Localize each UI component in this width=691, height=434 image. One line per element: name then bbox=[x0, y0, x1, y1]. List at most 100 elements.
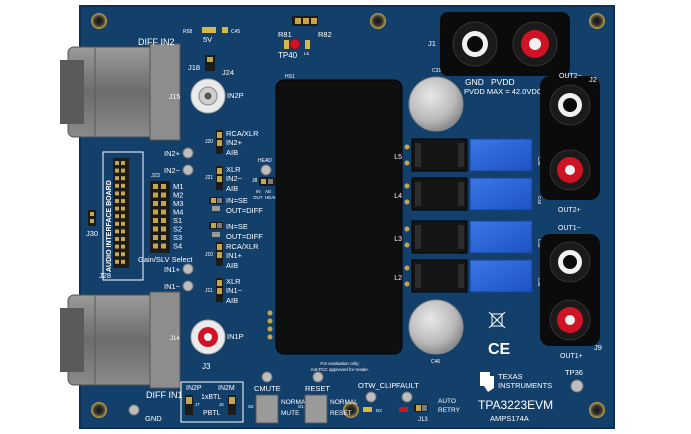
gain-pin bbox=[161, 184, 166, 189]
v5-label: 5V bbox=[203, 35, 212, 44]
gain-pin-label: S1 bbox=[173, 216, 182, 225]
l4-label: L4 bbox=[394, 193, 402, 200]
reset-switch[interactable] bbox=[304, 394, 328, 424]
diff-in1-label: DIFF IN1 bbox=[146, 390, 183, 400]
out2-plus-post[interactable] bbox=[549, 149, 591, 191]
in-se-jumper-1[interactable] bbox=[209, 197, 223, 204]
gnd-binding-post[interactable] bbox=[452, 21, 498, 67]
head-testpoint[interactable] bbox=[260, 164, 272, 176]
in1-minus-label: IN1− bbox=[164, 282, 181, 291]
mode-in2p-label: IN2P bbox=[186, 385, 202, 392]
gain-pin bbox=[153, 235, 158, 240]
reset2-label: RESET bbox=[330, 410, 352, 417]
j10-jumper[interactable] bbox=[216, 242, 223, 266]
gnd-testpoint[interactable] bbox=[128, 404, 140, 416]
otw-clip-testpoint[interactable] bbox=[365, 391, 377, 403]
r81-part bbox=[284, 40, 289, 49]
in2-minus-testpoint[interactable] bbox=[182, 164, 194, 176]
recycle-bin-icon bbox=[488, 311, 506, 329]
top-header[interactable] bbox=[292, 16, 318, 26]
j11-jumper[interactable] bbox=[216, 278, 223, 302]
heatsink-pins bbox=[267, 310, 273, 340]
tp36-testpoint[interactable] bbox=[570, 379, 584, 393]
reset-label: RESET bbox=[305, 384, 330, 393]
j11-label: J11 bbox=[205, 288, 213, 294]
header-pin bbox=[121, 206, 125, 211]
j8-label: J8 bbox=[252, 178, 258, 184]
j6-label: J6 bbox=[219, 402, 224, 407]
retry-label: RETRY bbox=[438, 407, 461, 414]
j6-jumper[interactable] bbox=[228, 395, 236, 415]
c46-label: C46 bbox=[431, 359, 440, 365]
in2-minus-label: IN2− bbox=[164, 166, 181, 175]
audio-interface-header[interactable] bbox=[102, 151, 144, 281]
header-pin bbox=[115, 244, 119, 249]
head-label: HEAD bbox=[258, 158, 272, 164]
j30-header[interactable] bbox=[88, 210, 96, 226]
j20-jumper[interactable] bbox=[216, 130, 223, 154]
c45-label: C45 bbox=[231, 29, 240, 35]
in-se-jumper-2[interactable] bbox=[209, 222, 223, 229]
out1-plus-post[interactable] bbox=[549, 299, 591, 341]
out1-minus-post[interactable] bbox=[549, 241, 591, 283]
header-pin bbox=[115, 199, 119, 203]
ad-small-label: AD bbox=[265, 189, 272, 194]
j8-jumper[interactable] bbox=[259, 177, 275, 186]
cmute-testpoint[interactable] bbox=[261, 371, 273, 383]
out1-plus-label: OUT1+ bbox=[560, 353, 583, 360]
j24-label: J24 bbox=[222, 68, 234, 77]
in2-plus-testpoint[interactable] bbox=[182, 147, 194, 159]
in2p-line-label: IN2+ bbox=[226, 138, 243, 147]
gain-pin-label: M4 bbox=[173, 208, 183, 217]
xlr-connector-in2[interactable] bbox=[60, 43, 181, 141]
rca-in1p-connector[interactable] bbox=[190, 319, 226, 355]
header-pin bbox=[121, 252, 125, 257]
s2-label: S2 bbox=[248, 404, 254, 409]
reset-testpoint[interactable] bbox=[312, 371, 324, 383]
c34-label: C34 bbox=[537, 278, 542, 287]
out1-minus-label: OUT1− bbox=[558, 225, 581, 232]
cmute-switch[interactable] bbox=[255, 394, 279, 424]
header-pin bbox=[121, 161, 125, 165]
d2-led bbox=[363, 407, 372, 412]
j18-jumper[interactable] bbox=[205, 55, 215, 71]
aib-label-4: AIB bbox=[226, 296, 238, 305]
r81-label: R81 bbox=[278, 30, 292, 39]
header-pin bbox=[115, 176, 119, 181]
rca-in2p-connector[interactable] bbox=[190, 78, 226, 114]
j9-label: J9 bbox=[594, 343, 602, 352]
brand-line2: INSTRUMENTS bbox=[498, 381, 552, 390]
aib-label-1: AIB bbox=[226, 148, 238, 157]
j13-label: J13 bbox=[418, 417, 428, 423]
j7-jumper[interactable] bbox=[185, 395, 193, 415]
mounting-hole-br bbox=[589, 402, 605, 418]
pvdd-binding-post[interactable] bbox=[512, 21, 558, 67]
in1-minus-testpoint[interactable] bbox=[182, 280, 194, 292]
brand-line1: TEXAS bbox=[498, 372, 523, 381]
ce-mark: CE bbox=[488, 341, 511, 358]
out-diff-jumper-1[interactable] bbox=[212, 206, 220, 211]
out2-minus-post[interactable] bbox=[549, 84, 591, 126]
j1-label: J1 bbox=[428, 39, 436, 48]
s1-label: S1 bbox=[298, 404, 304, 409]
mode-in2m-label: IN2M bbox=[218, 385, 235, 392]
mute-label: MUTE bbox=[281, 410, 300, 417]
in1-plus-testpoint[interactable] bbox=[182, 263, 194, 275]
j13-jumper[interactable] bbox=[414, 404, 428, 412]
out-diff-jumper-2[interactable] bbox=[212, 232, 220, 237]
gain-pin-label: S2 bbox=[173, 225, 182, 234]
board-part-number: AMPS174A bbox=[490, 414, 529, 423]
audio-interface-label: AUDIO INTERFACE BOARD bbox=[106, 180, 113, 272]
in-small-label: IN bbox=[256, 189, 261, 194]
xlr-connector-in1[interactable] bbox=[60, 291, 181, 389]
mounting-holes bbox=[91, 13, 605, 418]
gain-select-header[interactable] bbox=[150, 181, 170, 253]
r82-label: R82 bbox=[318, 30, 332, 39]
in1p-line-label: IN1+ bbox=[226, 251, 243, 260]
out2-plus-label: OUT2+ bbox=[558, 207, 581, 214]
gain-pin bbox=[153, 243, 158, 249]
fault-testpoint[interactable] bbox=[401, 391, 413, 403]
j21-jumper[interactable] bbox=[216, 166, 223, 190]
